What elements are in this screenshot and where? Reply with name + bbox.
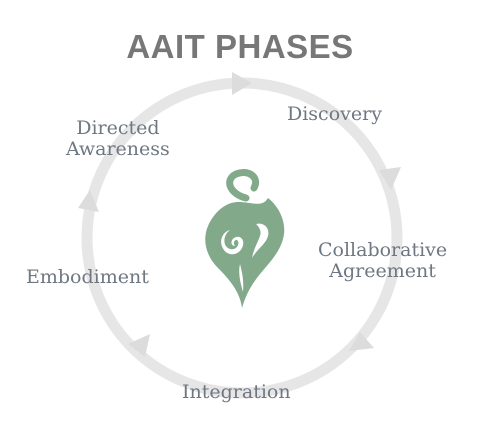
diagram-title: AAIT PHASES [126,28,354,65]
phase-embodiment-label: Embodiment [26,266,149,288]
phase-collaborative-label-line2: Agreement [329,260,436,282]
phase-directed-awareness: Directed Awareness [66,118,170,160]
cycle-arrow-icon [232,72,252,95]
phase-directed-label-line2: Awareness [66,138,170,160]
leaf-swirl-logo-icon [205,169,285,308]
cycle-arrow-icon [128,334,150,357]
phase-embodiment: Embodiment [26,267,149,288]
cycle-arrow-icon [78,190,99,212]
phase-integration-label: Integration [182,381,291,403]
phase-discovery: Discovery [287,104,382,125]
phase-collaborative-agreement: Collaborative Agreement [318,240,447,282]
cycle-arrow-icon [379,167,401,190]
phase-integration: Integration [182,382,291,403]
phase-discovery-label: Discovery [287,103,382,125]
phase-collaborative-label-line1: Collaborative [318,239,448,261]
phase-directed-label-line1: Directed [76,117,160,139]
cycle-arrow-icon [349,332,374,351]
